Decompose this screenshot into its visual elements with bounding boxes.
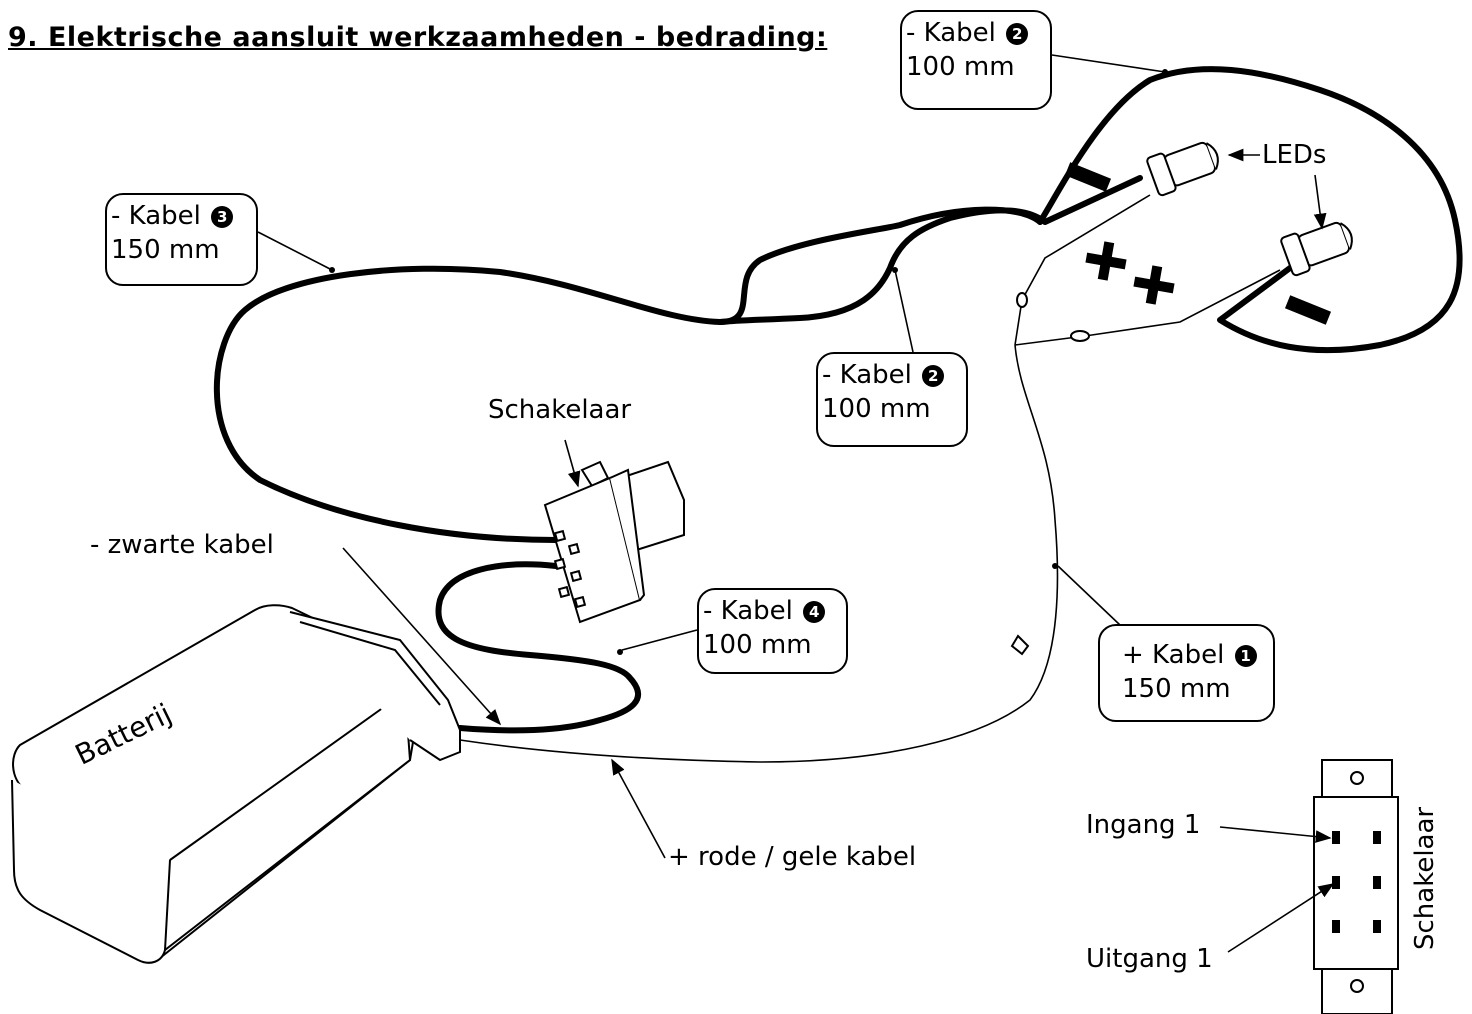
switch-pin-diagram — [1313, 759, 1399, 1014]
cable-4-length: 100 mm — [703, 630, 812, 660]
cable-2-mid-name: - Kabel — [822, 360, 912, 390]
cable-1-name: + Kabel — [1122, 640, 1225, 670]
plus-sign-icon — [1085, 241, 1175, 305]
input-label: Ingang 1 — [1086, 810, 1201, 840]
minus-sign-icon — [1064, 162, 1332, 325]
switch-label: Schakelaar — [488, 395, 632, 425]
leds-label: LEDs — [1262, 140, 1327, 170]
led-icon — [1146, 141, 1353, 277]
cable-2-top-label: - Kabel 2 100 mm — [900, 10, 1052, 110]
cable-4-name: - Kabel — [703, 596, 793, 626]
number-badge-icon: 4 — [803, 601, 826, 623]
switch-vertical-label: Schakelaar — [1410, 806, 1440, 950]
number-badge-icon: 2 — [1006, 23, 1029, 45]
cable-3-wire — [213, 206, 1043, 543]
number-badge-icon: 2 — [922, 365, 945, 387]
number-badge-icon: 1 — [1234, 645, 1257, 667]
number-badge-icon: 3 — [211, 206, 234, 228]
cable-2-top-name: - Kabel — [906, 18, 996, 48]
cable-2-mid-length: 100 mm — [822, 394, 931, 424]
cable-3-length: 150 mm — [111, 235, 220, 265]
cable-2-top-length: 100 mm — [906, 52, 1015, 82]
battery-icon — [11, 604, 461, 964]
output-label: Uitgang 1 — [1086, 944, 1213, 974]
led-plus-wire-1 — [1014, 194, 1151, 346]
cable-1-wire — [459, 344, 1059, 763]
black-cable-label: - zwarte kabel — [90, 530, 274, 560]
led-plus-wire-2 — [1014, 269, 1281, 346]
cable-2-mid-wire — [717, 175, 1143, 325]
cable-3-name: - Kabel — [111, 201, 201, 231]
cable-4-wire — [435, 561, 641, 734]
slide-switch-icon — [543, 460, 685, 624]
cable-1-length: 150 mm — [1122, 674, 1231, 704]
cable-1-label: + Kabel 1 150 mm — [1098, 624, 1275, 722]
connector-icon — [1010, 292, 1090, 656]
cable-3-label: - Kabel 3 150 mm — [105, 193, 258, 286]
cable-2-mid-label: - Kabel 2 100 mm — [816, 352, 968, 447]
red-cable-label: + rode / gele kabel — [668, 842, 917, 872]
cable-2-top-wire — [1037, 66, 1463, 354]
cable-4-label: - Kabel 4 100 mm — [697, 588, 848, 674]
page-title: 9. Elektrische aansluit werkzaamheden - … — [8, 22, 828, 53]
